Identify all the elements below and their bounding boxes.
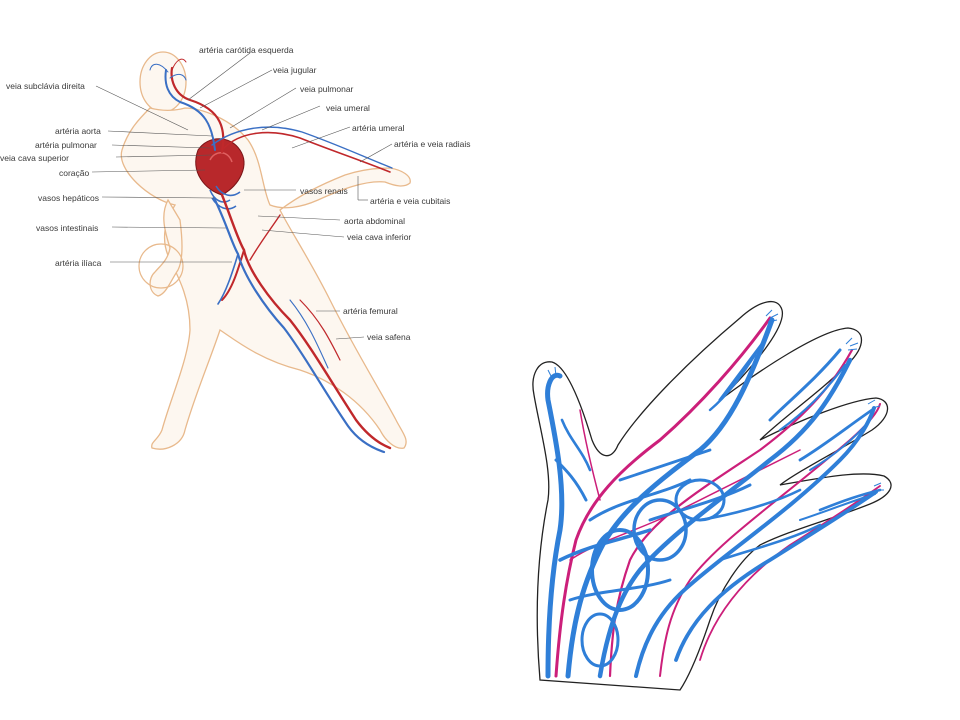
- body-outline: [120, 51, 411, 450]
- label-veia-safena: veia safena: [367, 332, 411, 342]
- label-arteria-pulmonar: artéria pulmonar: [35, 140, 97, 150]
- label-coracao: coração: [59, 168, 90, 178]
- ball-outline: [138, 243, 184, 289]
- label-vasos-renais: vasos renais: [300, 186, 348, 196]
- label-veia-pulmonar: veia pulmonar: [300, 84, 354, 94]
- label-aorta-abdominal: aorta abdominal: [344, 216, 405, 226]
- label-veia-cava-inferior: veia cava inferior: [347, 232, 412, 242]
- label-vasos-hepaticos: vasos hepáticos: [38, 193, 99, 203]
- label-arteria-umeral: artéria umeral: [352, 123, 405, 133]
- leader-lines: [91, 52, 393, 340]
- label-veia-jugular: veia jugular: [273, 65, 317, 75]
- label-arteria-e-veia-radiais: artéria e veia radiais: [394, 139, 471, 149]
- hepatic-vessels: [209, 185, 241, 210]
- arteries: [170, 66, 392, 450]
- label-arteria-iliaca: artéria ilíaca: [55, 258, 102, 268]
- hand-outline: [532, 300, 892, 691]
- label-vasos-intestinais: vasos intestinais: [36, 223, 99, 233]
- label-arteria-e-veia-cubitais: artéria e veia cubitais: [370, 196, 451, 206]
- label-arteria-aorta: artéria aorta: [55, 126, 101, 136]
- label-veia-cava-superior: veia cava superior: [0, 153, 69, 163]
- veins: [164, 69, 393, 454]
- label-arteria-carotida-esquerda: artéria carótida esquerda: [199, 45, 294, 55]
- label-veia-umeral: veia umeral: [326, 103, 370, 113]
- head-vessels: [149, 58, 187, 81]
- label-veia-subclavia-direita: veia subclávia direita: [6, 81, 85, 91]
- fingertip-capillaries: [547, 309, 884, 491]
- label-arteria-femural: artéria femural: [343, 306, 398, 316]
- hand-veins: [545, 317, 882, 679]
